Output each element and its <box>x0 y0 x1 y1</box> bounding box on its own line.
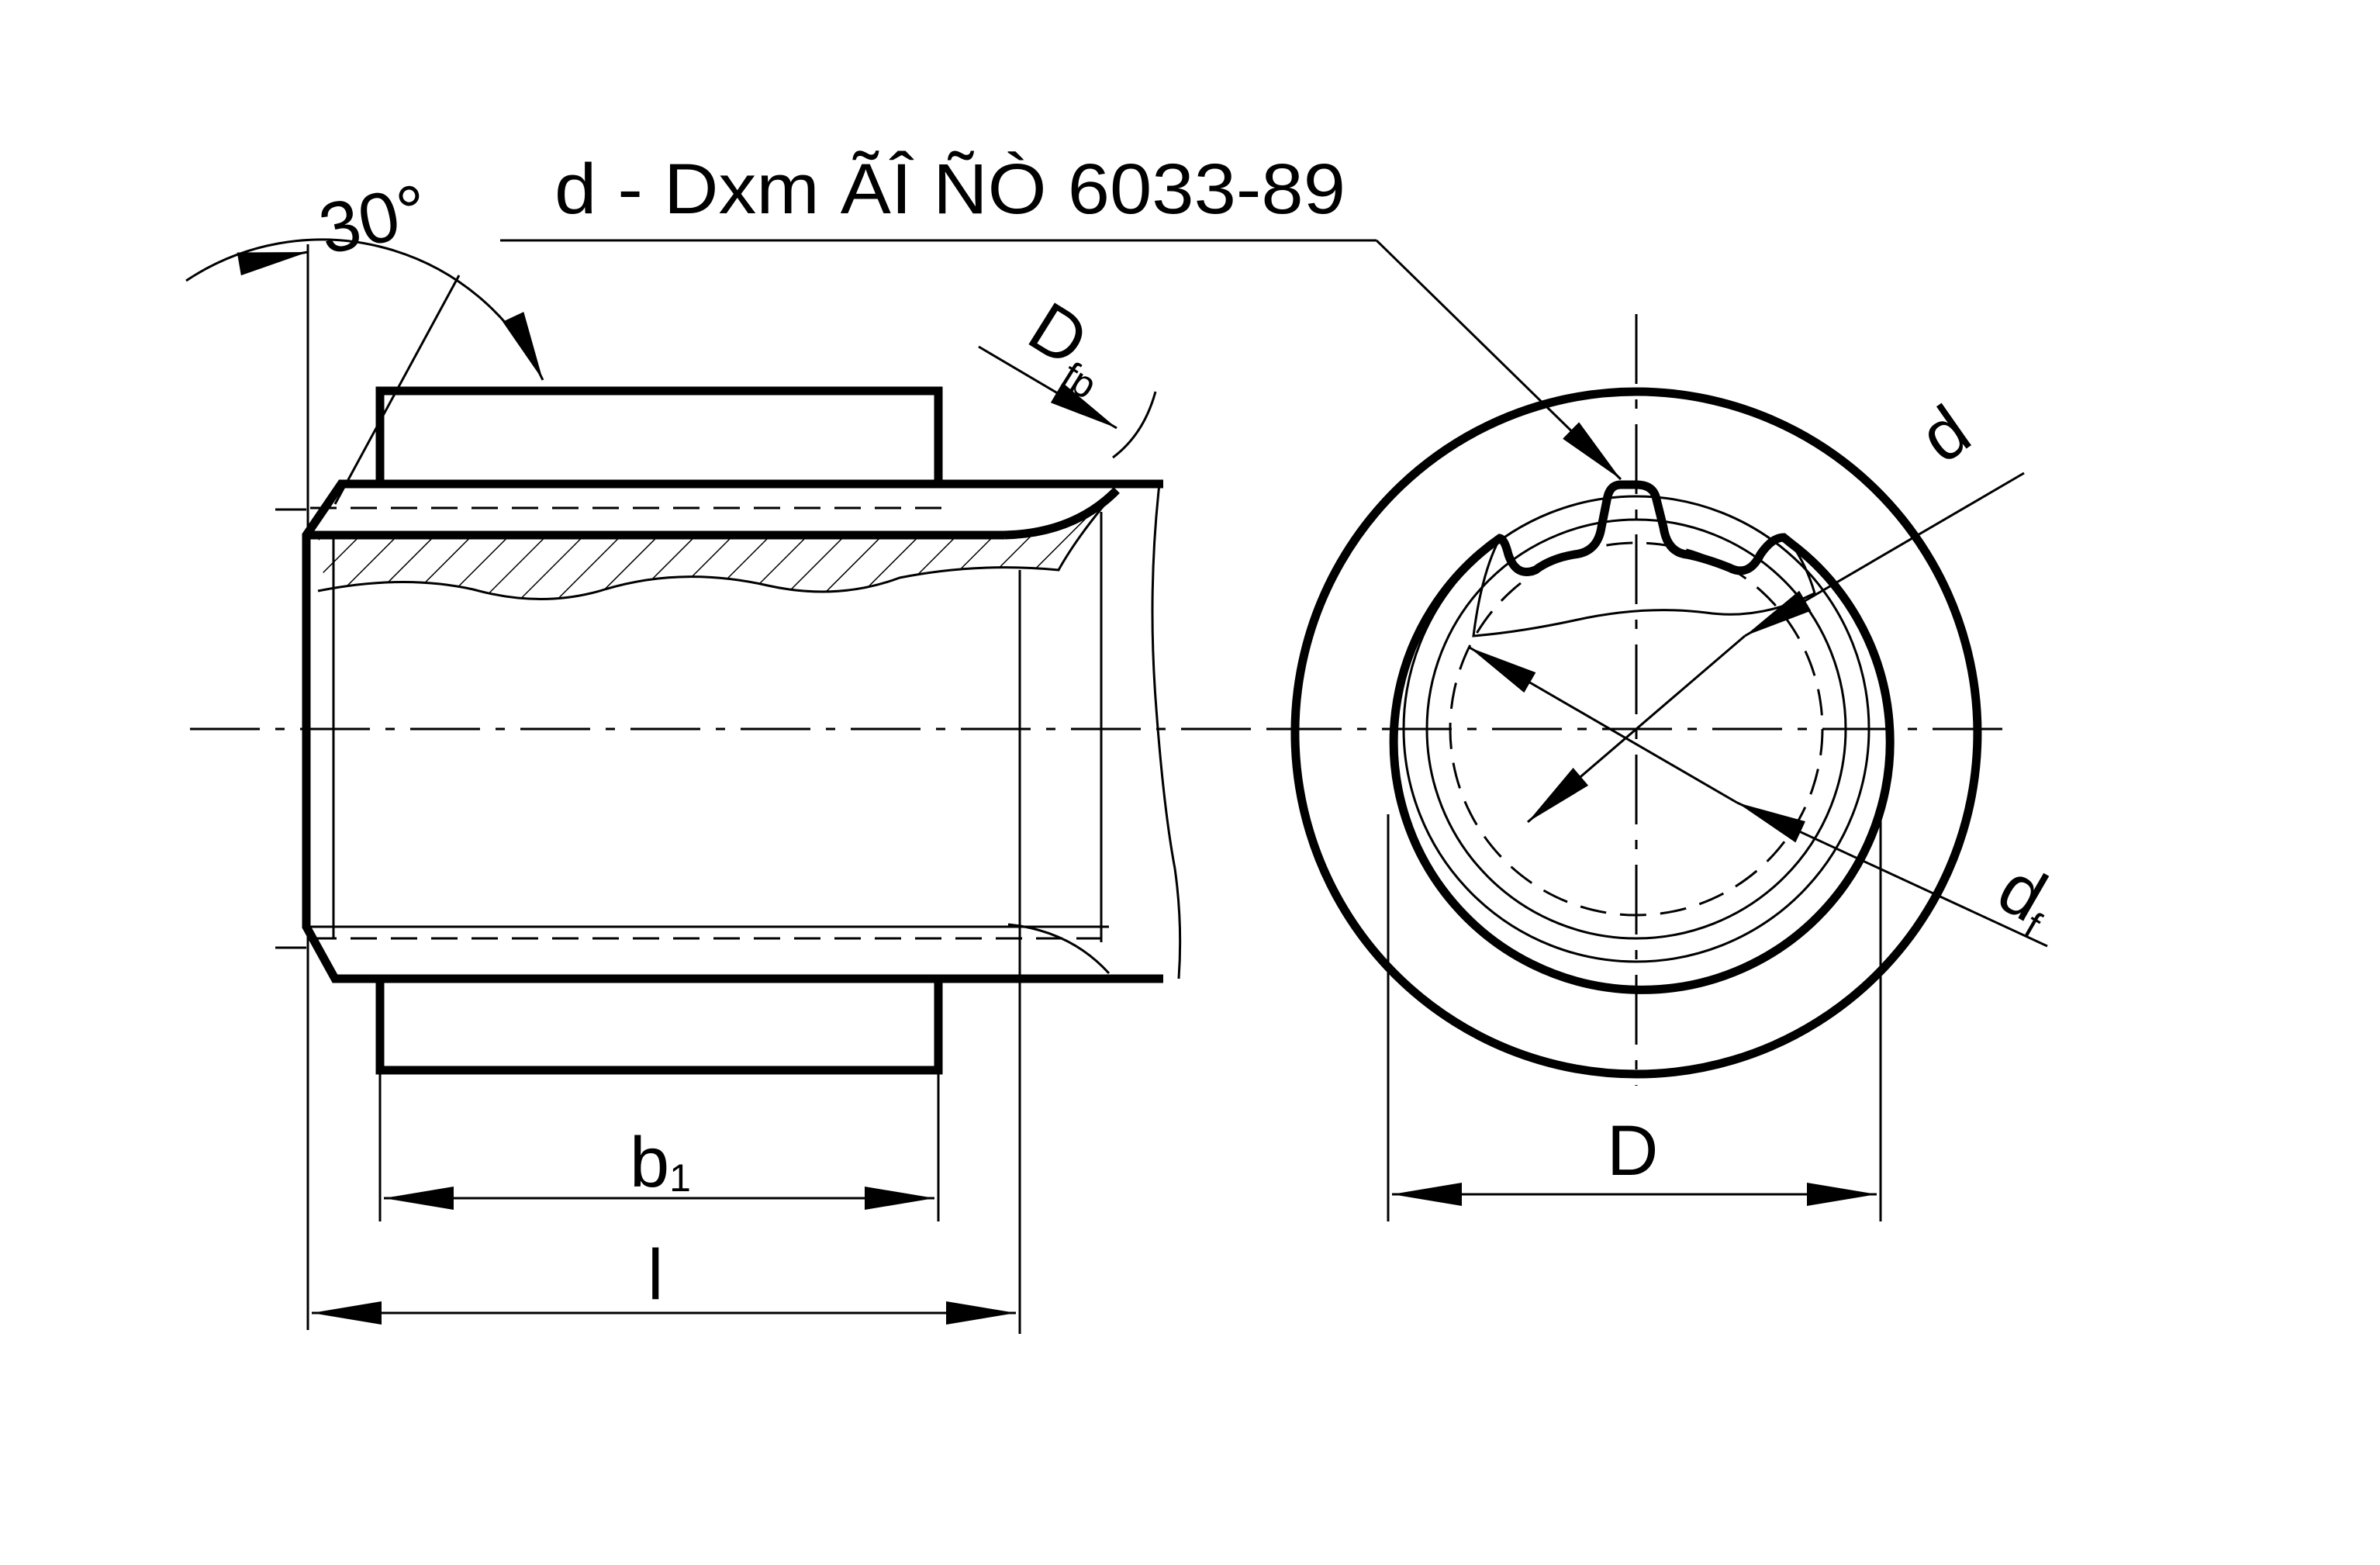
shaft-break-wavy <box>1151 483 1182 979</box>
dim-d-inner <box>1527 634 1746 824</box>
chamfer-angle-ref <box>333 275 461 505</box>
dim-d <box>1744 472 2025 637</box>
thread-runout-top <box>1003 487 1120 540</box>
shaft-section-break <box>1472 483 1816 637</box>
hub-upper <box>375 386 943 489</box>
dfp-arc <box>1112 391 1157 459</box>
hub-lower <box>375 974 943 1075</box>
thread-runout-bottom <box>1007 923 1111 975</box>
D-label: D <box>1607 1111 1658 1190</box>
shaft-break-section <box>318 490 1117 599</box>
angle-arc-arrow-left <box>237 250 309 276</box>
d-label: d <box>1906 390 1984 478</box>
dim-df <box>1736 801 2048 948</box>
l-label: l <box>648 1235 663 1315</box>
df-label: df <box>1983 848 2069 947</box>
b1-label: b1 <box>630 1123 691 1202</box>
angle-label: 30° <box>313 170 434 270</box>
dfp-leader <box>978 345 1117 430</box>
dim-df-inner <box>1469 646 1738 804</box>
spec-leader <box>1375 239 1622 481</box>
cross-section-view: d - Dxm ÃÎ ÑÒ 6033-89 d df D <box>500 150 2069 1221</box>
side-view: 30° Dfp b1 l <box>185 170 1291 1334</box>
spec-label: d - Dxm ÃÎ ÑÒ 6033-89 <box>554 150 1345 229</box>
break-line <box>317 489 1118 600</box>
dfp-label: Dfp <box>1010 287 1129 407</box>
shaft-outline <box>302 479 1163 983</box>
